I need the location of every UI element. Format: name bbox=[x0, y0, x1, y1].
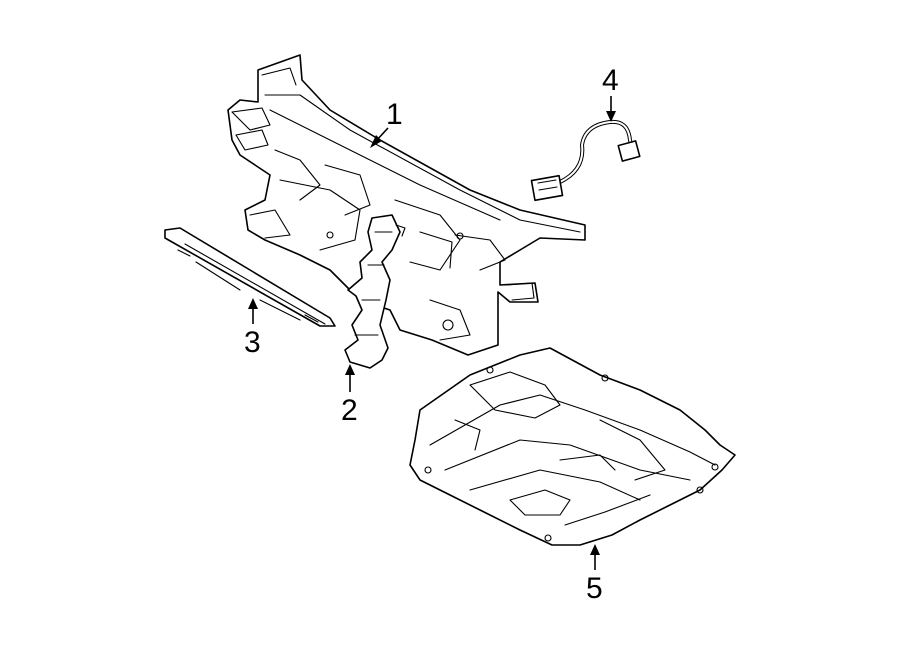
callout-5-arrowhead bbox=[590, 544, 600, 555]
part-1-radiator-support[interactable] bbox=[227, 54, 586, 356]
callout-2-arrowhead bbox=[345, 364, 355, 375]
part-5-underbody-shield[interactable] bbox=[409, 347, 736, 546]
part-2-air-guide[interactable] bbox=[344, 214, 406, 369]
callout-4-arrowhead bbox=[606, 111, 616, 122]
part-4-wiring-harness[interactable] bbox=[530, 119, 641, 202]
part-3-deflector-strip[interactable] bbox=[164, 227, 336, 327]
callout-4-number: 4 bbox=[602, 64, 619, 97]
callout-1-arrowhead bbox=[370, 135, 382, 148]
callout-3-number: 3 bbox=[244, 326, 261, 359]
callout-1-number: 1 bbox=[386, 98, 403, 131]
callout-1: 1 bbox=[370, 98, 403, 148]
callout-4: 4 bbox=[602, 64, 619, 122]
callout-3-arrowhead bbox=[248, 298, 258, 309]
callout-2: 2 bbox=[341, 364, 358, 427]
callout-2-number: 2 bbox=[341, 394, 358, 427]
callout-5: 5 bbox=[586, 544, 603, 605]
callout-3: 3 bbox=[244, 298, 261, 359]
callout-5-number: 5 bbox=[586, 572, 603, 605]
